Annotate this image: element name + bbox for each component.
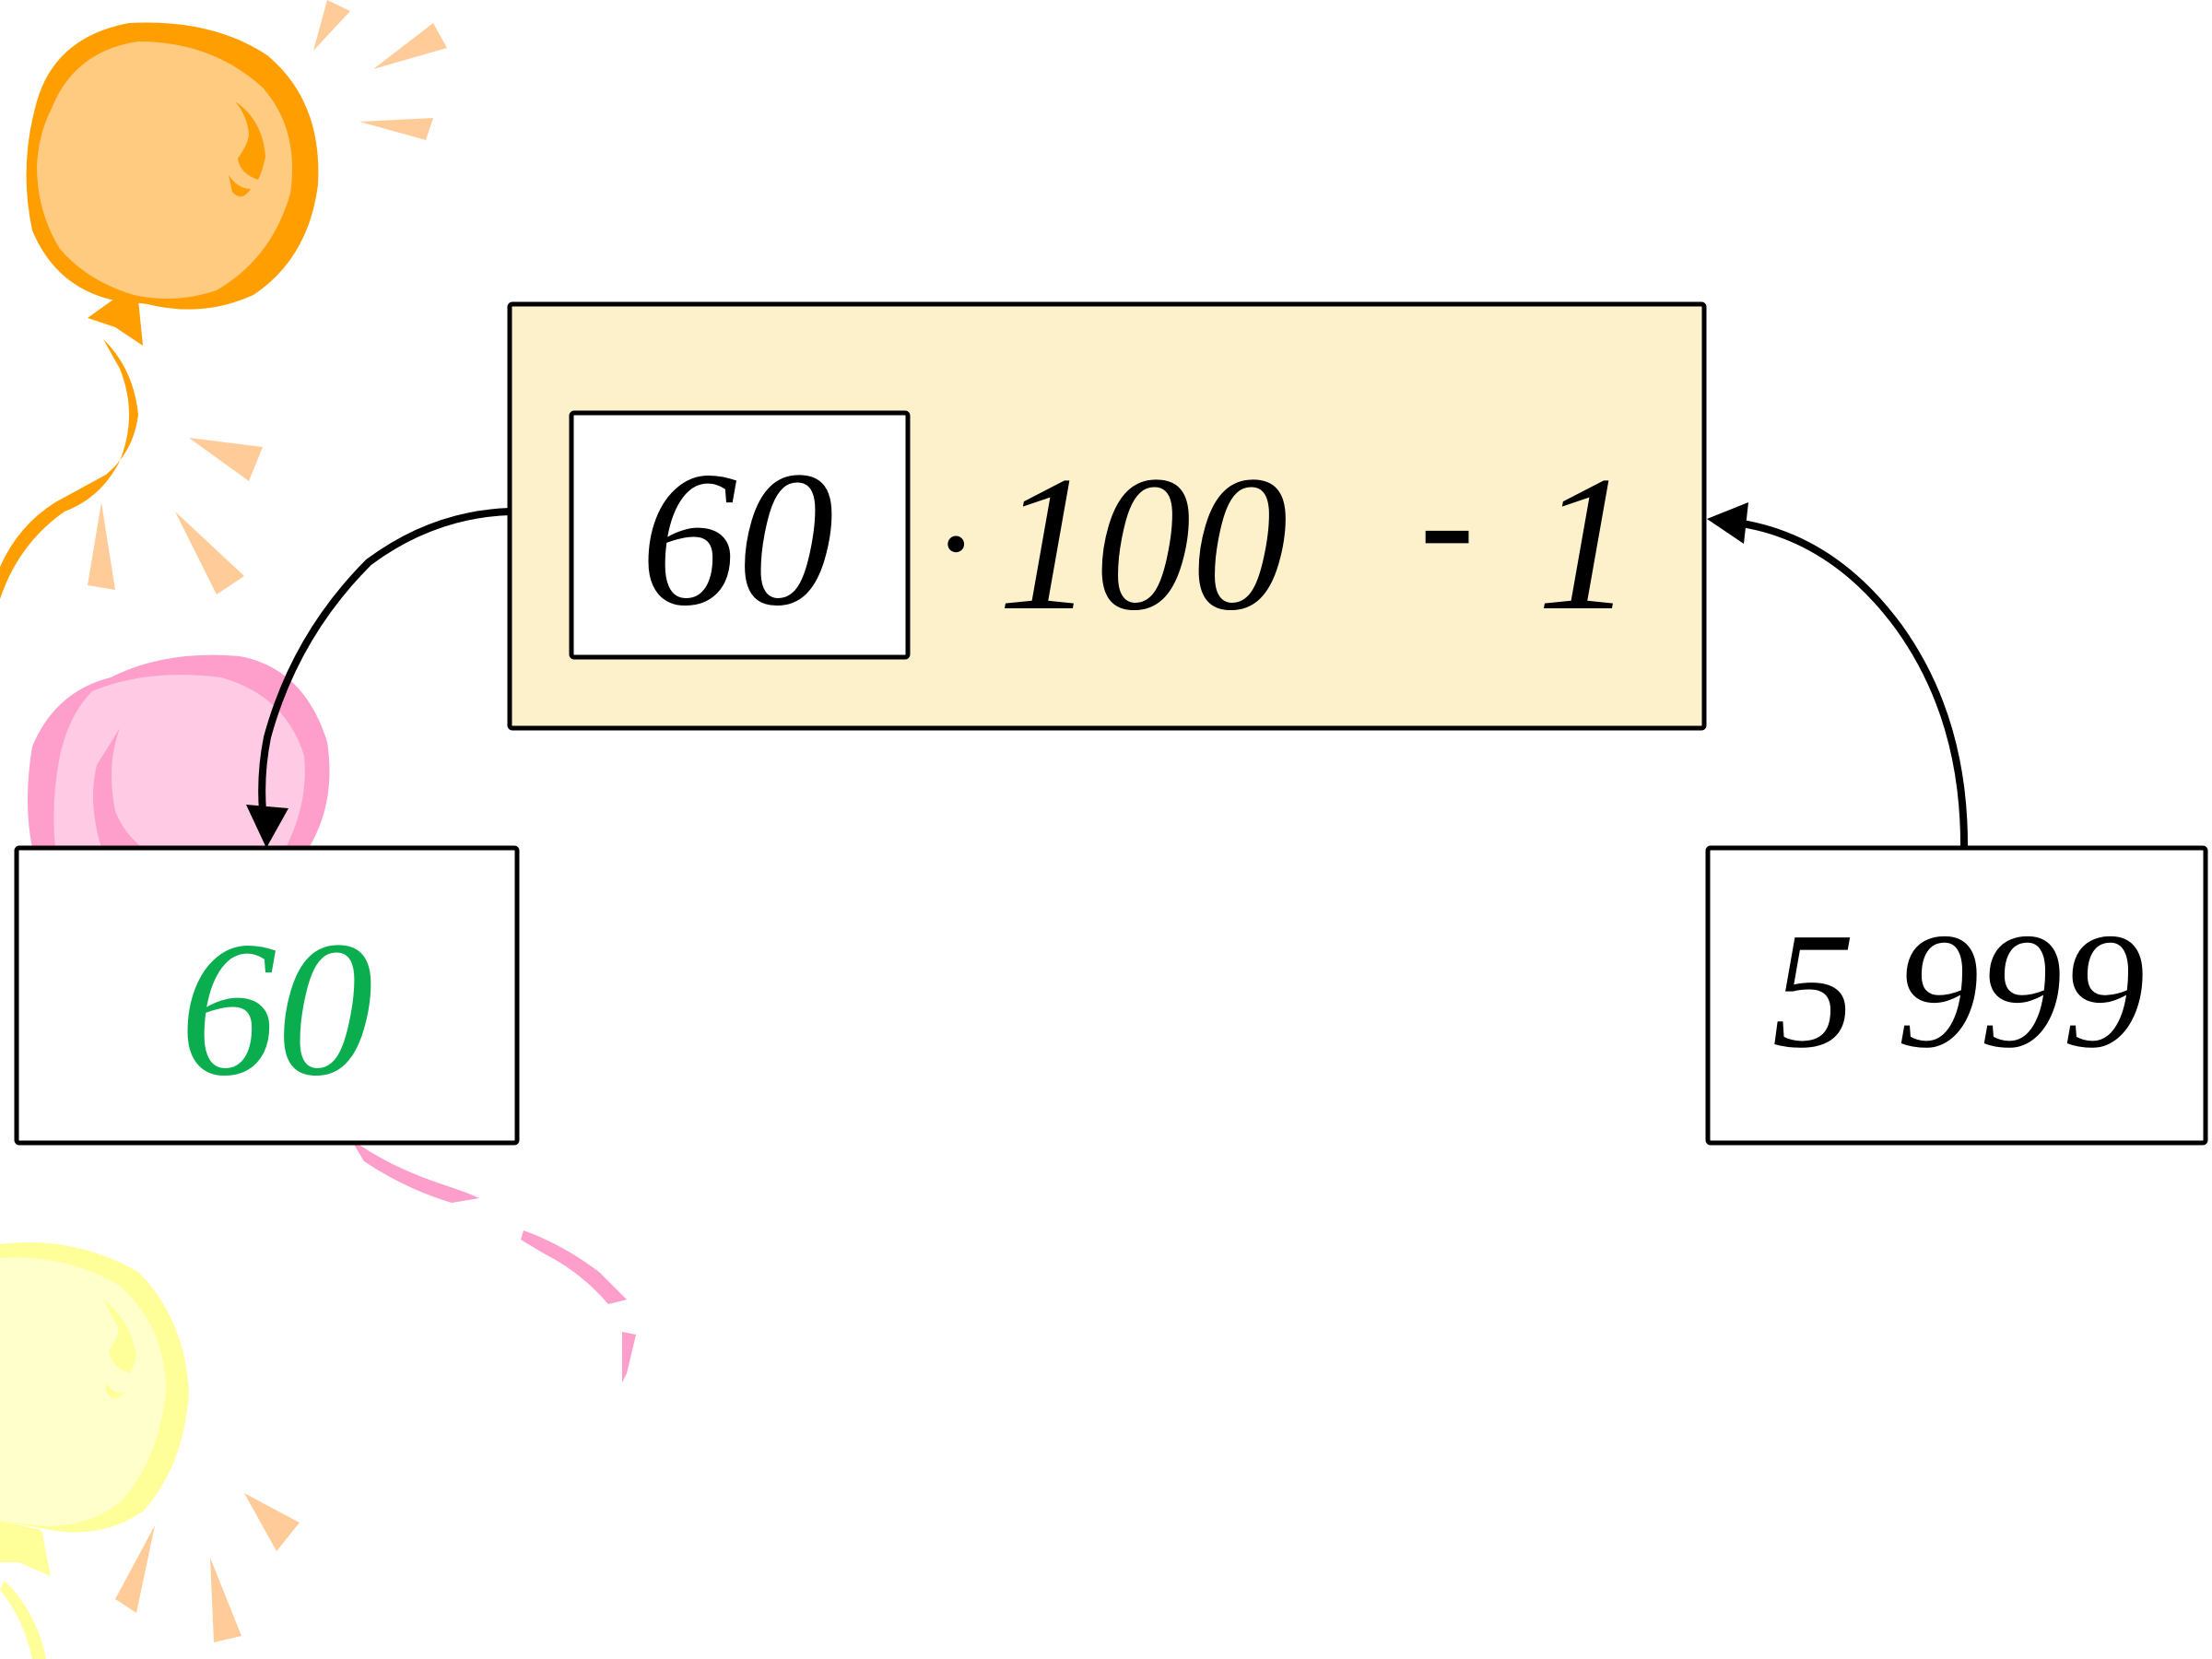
arrow-left-icon [246, 508, 511, 848]
answer-right-value: 5 999 [1772, 899, 2146, 1082]
balloon-orange-icon [0, 0, 447, 599]
factor-value: 100 [998, 437, 1288, 651]
minus-sign: - [1419, 429, 1475, 612]
operand-box [569, 410, 911, 660]
answer-right-box [1705, 845, 2208, 1146]
answer-left-value: 60 [180, 902, 373, 1116]
subtrahend-value: 1 [1537, 437, 1634, 651]
balloon-yellow-icon [0, 1242, 300, 1659]
arrow-right-icon [1707, 502, 1969, 849]
answer-left-box [14, 845, 520, 1146]
operand-value: 60 [641, 432, 834, 646]
balloon-pink-icon [28, 654, 636, 1382]
multiplication-dot: · [936, 467, 971, 620]
